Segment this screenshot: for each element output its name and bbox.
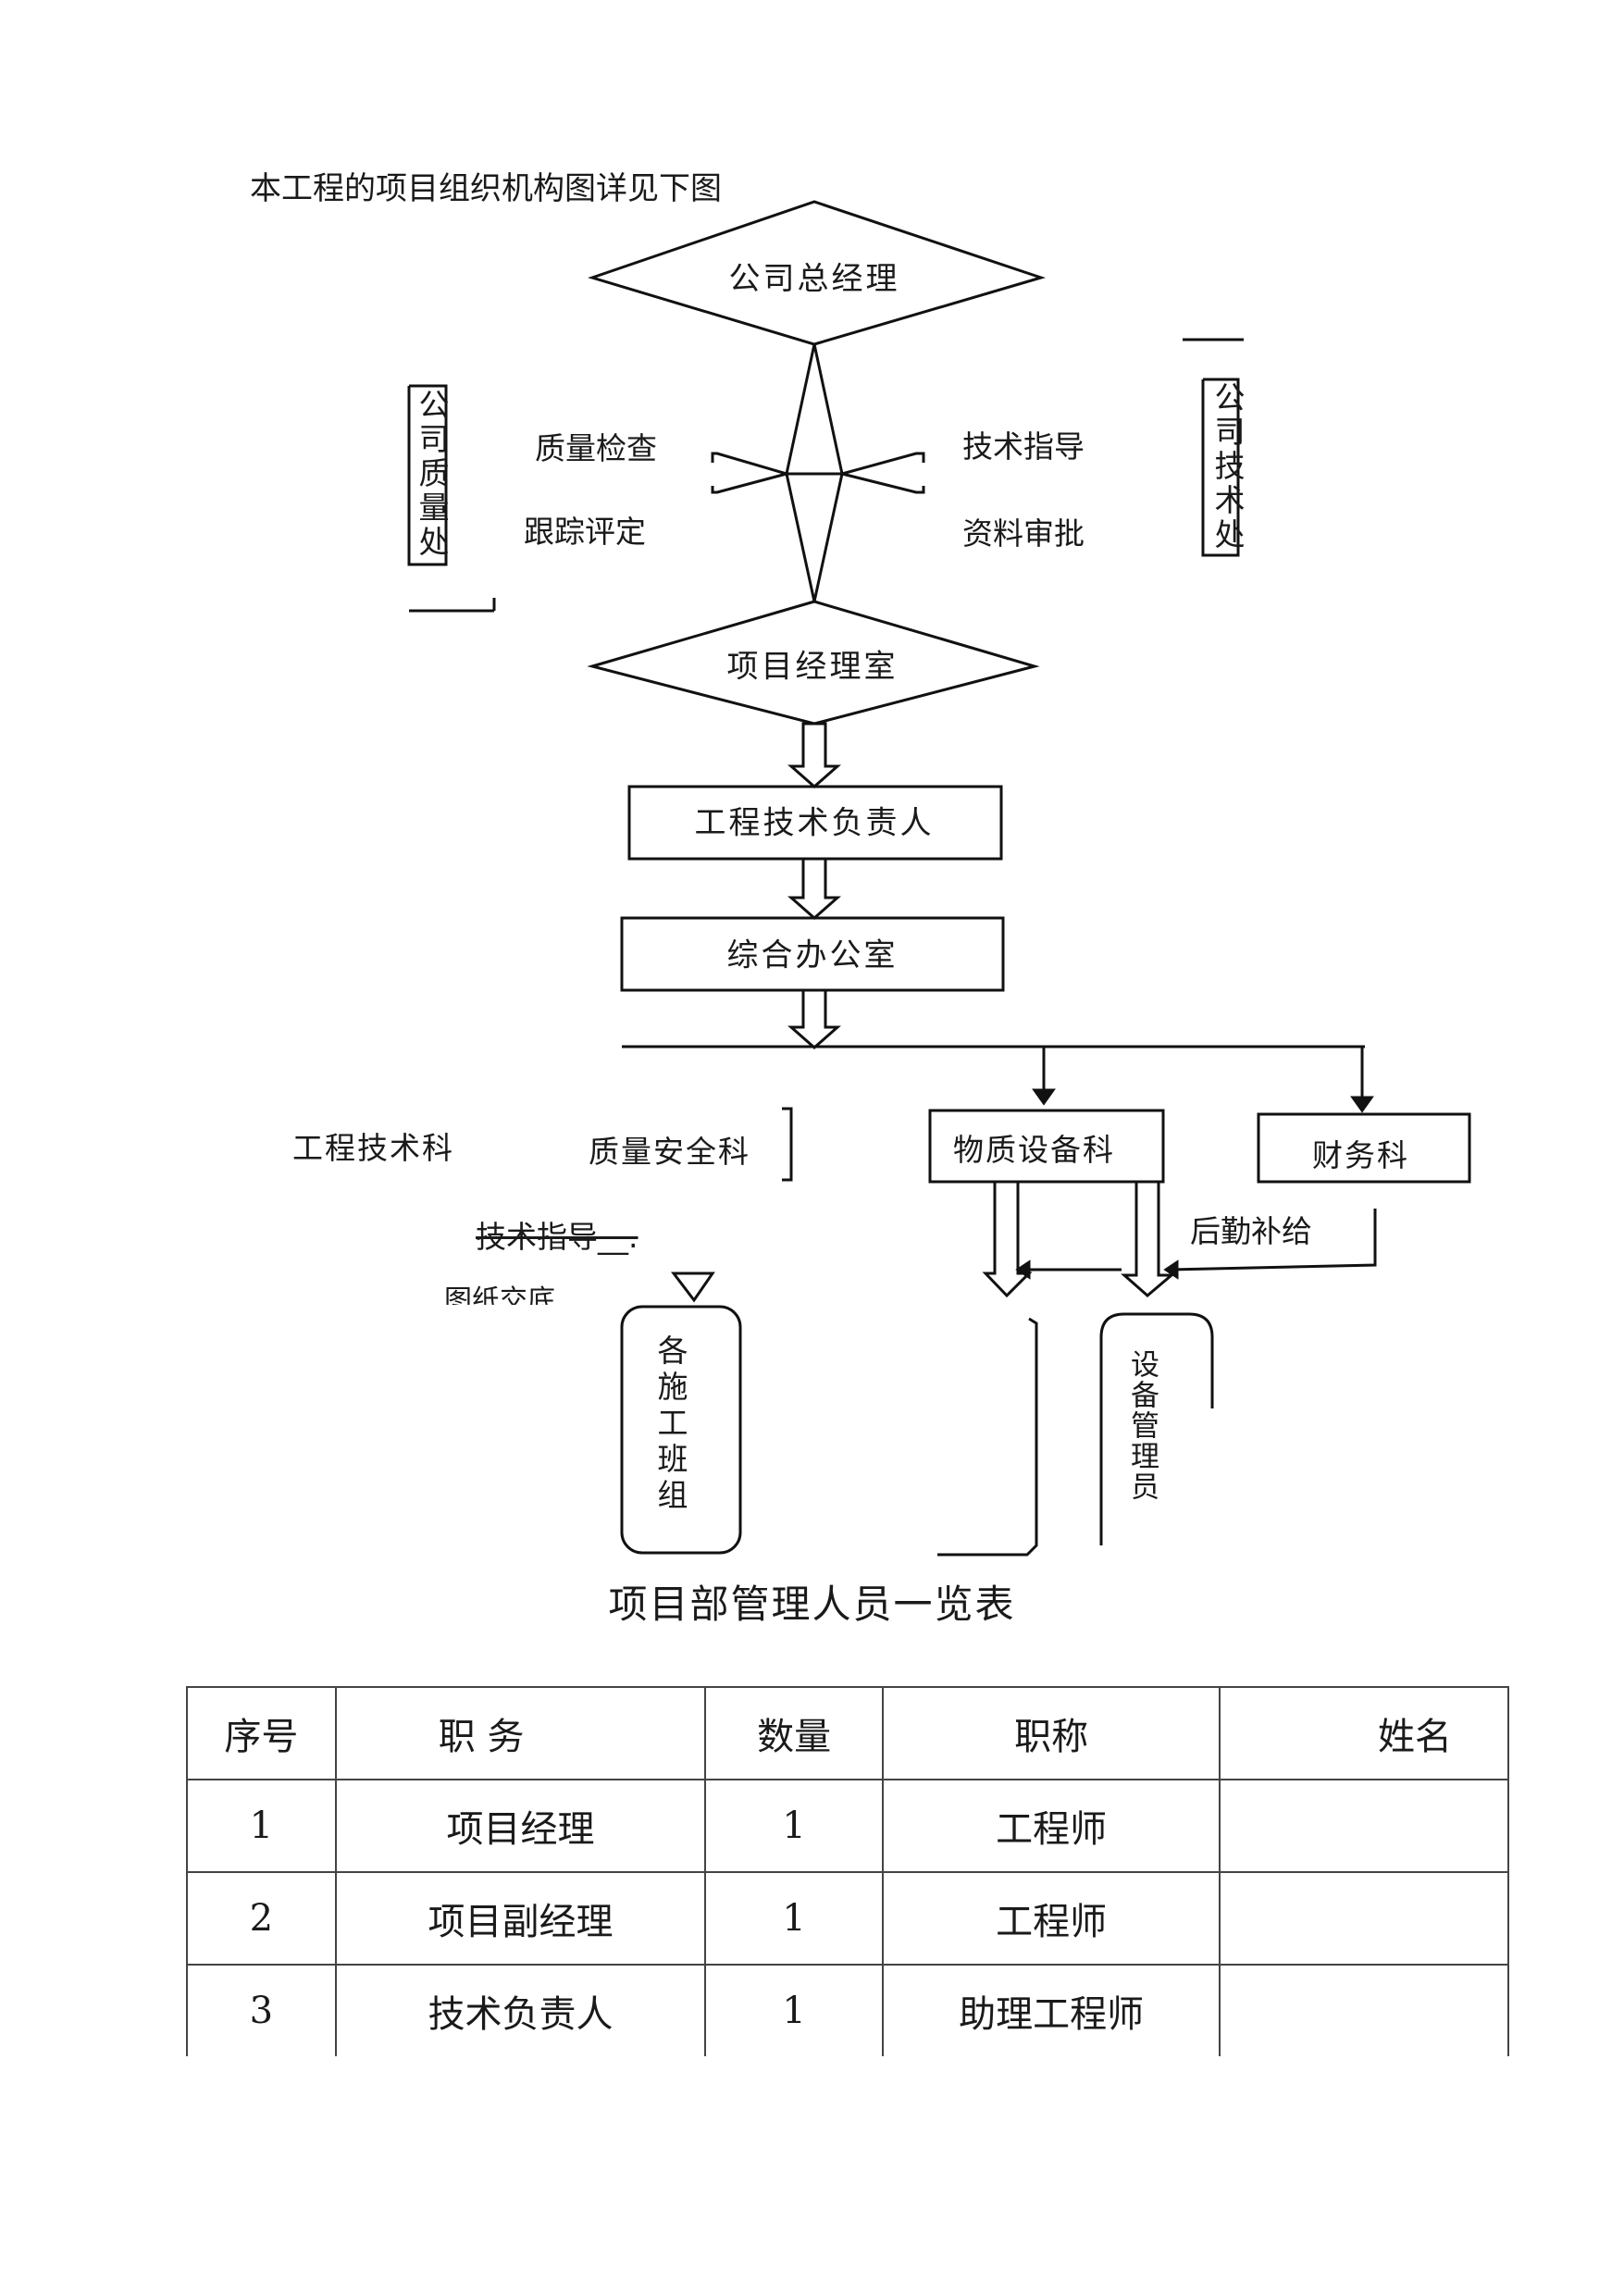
quality-check-label: 质量检查 [535,430,657,466]
dept-engineering-label: 工程技术科 [292,1130,454,1166]
general-office-label: 综合办公室 [726,937,899,974]
cell-position: 技术负责人 [334,1964,707,2056]
table-row: 2 项目副经理 1 工程师 [186,1871,1509,1966]
cell-quantity: 1 [704,1964,884,2056]
table-row: 1 项目经理 1 工程师 [186,1779,1509,1873]
drawings-label: 图纸交底 [444,1284,555,1305]
cell-index: 3 [186,1964,337,2056]
table-title: 项目部管理人员一览表 [608,1582,1016,1627]
table-header-row: 序号 职 务 数量 职称 姓名 [186,1686,1509,1780]
tech-guidance-top-label: 技术指导 [962,428,1085,465]
cell-name [1219,1871,1509,1966]
finance-box [1257,1112,1471,1184]
top-diamond [588,200,1047,346]
cell-position: 项目副经理 [334,1871,707,1966]
cell-title: 工程师 [881,1779,1221,1873]
cell-title: 工程师 [881,1871,1221,1966]
cell-name [1219,1779,1509,1873]
dept-materials-label: 物质设备科 [953,1132,1115,1168]
teams-box [620,1305,742,1555]
tech-office-label: 公司技术处 [1209,381,1246,552]
logistics-label: 后勤补给 [1190,1213,1312,1249]
intro-text: 本工程的项目组织机构图详见下图 [250,170,722,207]
equipment-manager-label: 设备管理员 [1125,1349,1159,1502]
pm-diamond [587,600,1040,726]
header-name: 姓名 [1219,1686,1509,1780]
dept-quality-safety-label: 质量安全科 [589,1134,750,1170]
header-title: 职称 [881,1686,1221,1780]
materials-box [928,1109,1165,1184]
header-position: 职 务 [334,1686,707,1780]
dept-finance-label: 财务科 [1312,1137,1409,1173]
top-diamond-label: 公司总经理 [728,260,900,298]
staff-table: 序号 职 务 数量 职称 姓名 1 项目经理 1 工程师 2 项目副经理 1 工… [186,1686,1509,2056]
cell-name [1219,1964,1509,2056]
cell-index: 1 [186,1779,337,1873]
cell-quantity: 1 [704,1779,884,1873]
header-index: 序号 [186,1686,337,1780]
cell-title: 助理工程师 [881,1964,1221,2056]
pm-office-label: 项目经理室 [726,648,899,686]
tech-lead-label: 工程技术负责人 [694,804,935,842]
table-row: 3 技术负责人 1 助理工程师 [186,1964,1509,2056]
org-chart [407,200,1471,1557]
tech-guidance-label: 技术指导__. [476,1219,638,1255]
teams-label: 各施工班组 [652,1334,688,1515]
cell-position: 项目经理 [334,1779,707,1873]
doc-approval-label: 资料审批 [962,515,1085,552]
tracking-eval-label: 跟踪评定 [524,514,646,550]
header-quantity: 数量 [704,1686,884,1780]
quality-office-label: 公司质量处 [414,389,450,560]
cell-index: 2 [186,1871,337,1966]
cell-quantity: 1 [704,1871,884,1966]
